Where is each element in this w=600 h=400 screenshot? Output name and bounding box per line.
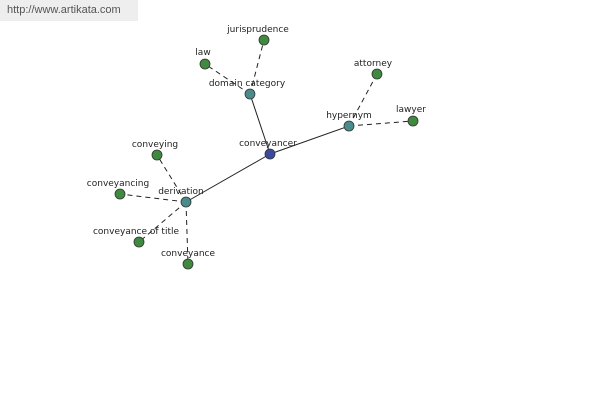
- node-attorney[interactable]: [371, 68, 383, 80]
- edge-domain-category-law: [204, 63, 251, 95]
- node-conveyance[interactable]: [182, 258, 194, 270]
- label-attorney[interactable]: attorney: [354, 59, 393, 69]
- label-lawyer[interactable]: lawyer: [396, 105, 426, 115]
- edge-hypernym-lawyer: [348, 120, 414, 127]
- node-jurisprudence[interactable]: [258, 34, 270, 46]
- edge-derivation-conveyance: [185, 201, 189, 265]
- label-conveyance-of-title[interactable]: conveyance of title: [93, 227, 180, 237]
- node-hypernym[interactable]: [343, 120, 355, 132]
- label-derivation[interactable]: derivation: [158, 187, 204, 197]
- node-domain-category[interactable]: [244, 88, 256, 100]
- edge-derivation-conveying: [156, 154, 187, 203]
- node-derivation[interactable]: [180, 196, 192, 208]
- node-conveyancing[interactable]: [114, 188, 126, 200]
- node-law[interactable]: [199, 58, 211, 70]
- node-center-conveyancer[interactable]: [264, 148, 276, 160]
- label-domain-category[interactable]: domain category: [209, 79, 286, 89]
- label-conveying[interactable]: conveying: [132, 140, 178, 150]
- label-law[interactable]: law: [195, 48, 210, 58]
- node-lawyer[interactable]: [407, 115, 419, 127]
- site-url[interactable]: http://www.artikata.com: [7, 4, 121, 16]
- edge-center-hypernym: [269, 125, 350, 155]
- edge-center-domain-category: [249, 93, 271, 155]
- label-center-conveyancer[interactable]: conveyancer: [239, 139, 297, 149]
- edge-derivation-conveyancing: [119, 193, 187, 203]
- label-conveyance[interactable]: conveyance: [161, 249, 216, 259]
- label-conveyancing[interactable]: conveyancing: [87, 179, 149, 189]
- edge-domain-category-jurisprudence: [249, 39, 265, 95]
- url-banner: http://www.artikata.com: [0, 0, 138, 21]
- label-hypernym[interactable]: hypernym: [326, 111, 372, 121]
- edge-derivation-conveyance-of-title: [138, 201, 187, 243]
- edge-hypernym-attorney: [348, 73, 378, 127]
- edges: [119, 39, 414, 265]
- edge-center-derivation: [185, 153, 271, 203]
- node-conveyance-of-title[interactable]: [133, 236, 145, 248]
- nodes: [114, 34, 419, 270]
- label-jurisprudence[interactable]: jurisprudence: [226, 25, 289, 35]
- labels: conveyancer domain category hypernym der…: [87, 25, 426, 259]
- node-conveying[interactable]: [151, 149, 163, 161]
